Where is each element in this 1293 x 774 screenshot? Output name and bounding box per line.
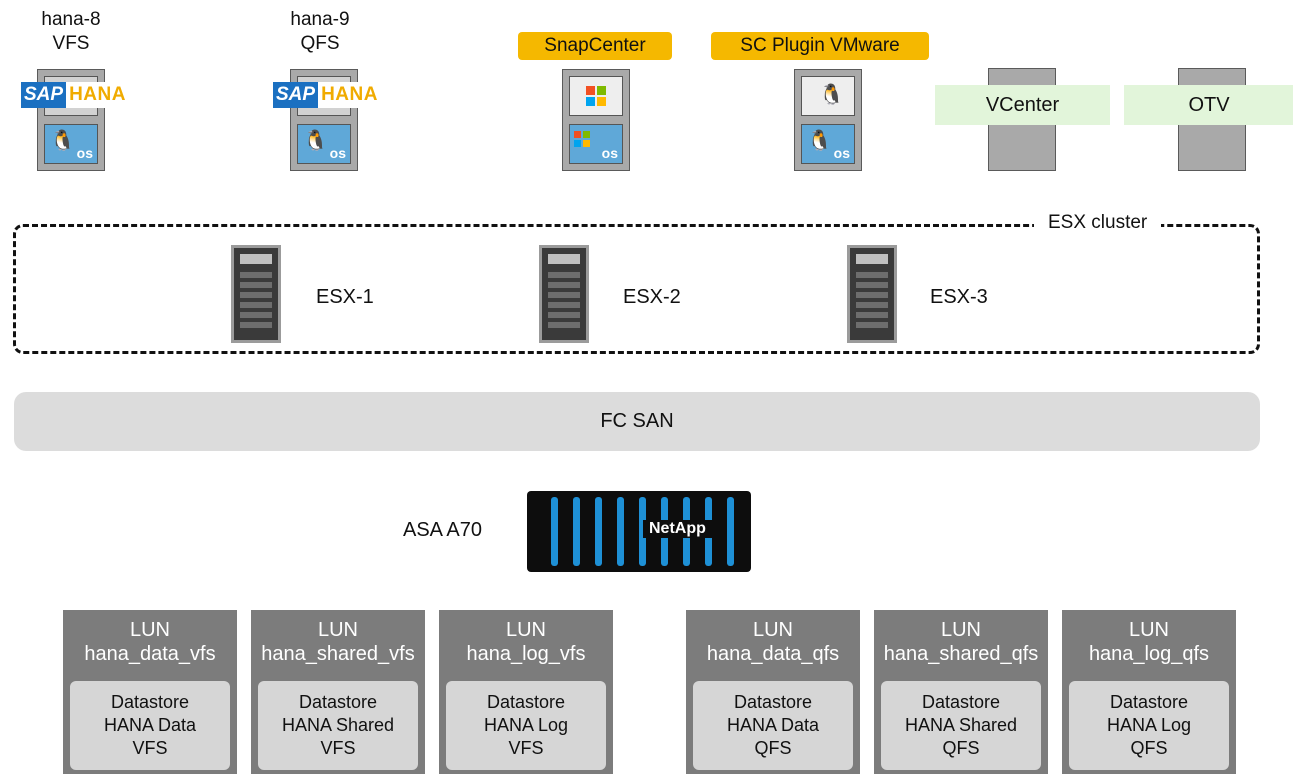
- lun-name: hana_shared_vfs: [261, 643, 415, 665]
- fc-san-bar: FC SAN: [14, 392, 1260, 451]
- lun-title: LUN: [752, 619, 793, 641]
- storage-label: ASA A70: [403, 519, 482, 541]
- vm-os-tile: 🐧 os: [297, 124, 351, 164]
- sap-hana-logo: SAP HANA: [273, 82, 381, 108]
- netapp-logo: NetApp: [643, 520, 712, 538]
- lun-title: LUN: [505, 619, 546, 641]
- vm-os-tile: os: [569, 124, 623, 164]
- vm-label-hana-9: hana-9 QFS: [285, 8, 355, 56]
- esx-host-2-server-icon[interactable]: [539, 245, 589, 343]
- vm-os-tile: 🐧 os: [801, 124, 855, 164]
- vm-snapcenter[interactable]: os: [562, 69, 630, 171]
- esx-host-1-server-icon[interactable]: [231, 245, 281, 343]
- lun-hana-data-qfs[interactable]: LUN hana_data_qfs Datastore HANA Data QF…: [686, 610, 860, 774]
- windows-icon: [574, 131, 590, 147]
- lun-title: LUN: [1128, 619, 1169, 641]
- vm-label-hana-8: hana-8 VFS: [36, 8, 106, 56]
- lun-title: LUN: [129, 619, 170, 641]
- vm-type: QFS: [300, 33, 340, 54]
- lun-name: hana_log_qfs: [1088, 643, 1210, 665]
- linux-icon: 🐧: [303, 130, 328, 152]
- linux-icon: 🐧: [807, 130, 832, 152]
- sap-hana-logo: SAP HANA: [21, 82, 129, 108]
- vm-os-tile: 🐧 os: [44, 124, 98, 164]
- vm-name: hana-8: [41, 9, 101, 30]
- datastore-box: Datastore HANA Data QFS: [693, 681, 853, 770]
- lun-hana-shared-vfs[interactable]: LUN hana_shared_vfs Datastore HANA Share…: [251, 610, 425, 774]
- linux-icon: 🐧: [819, 84, 844, 106]
- lun-hana-log-vfs[interactable]: LUN hana_log_vfs Datastore HANA Log VFS: [439, 610, 613, 774]
- datastore-box: Datastore HANA Log VFS: [446, 681, 606, 770]
- lun-title: LUN: [940, 619, 981, 641]
- lun-name: hana_data_qfs: [706, 643, 840, 665]
- vm-app-tile: 🐧: [801, 76, 855, 116]
- esx-cluster-label: ESX cluster: [1034, 211, 1162, 235]
- snapcenter-badge: SnapCenter: [518, 32, 672, 60]
- lun-title: LUN: [317, 619, 358, 641]
- esx-host-3-label: ESX-3: [930, 286, 988, 308]
- windows-icon: [586, 86, 606, 106]
- netapp-storage-array[interactable]: NetApp: [527, 491, 751, 572]
- datastore-box: Datastore HANA Log QFS: [1069, 681, 1229, 770]
- vcenter-label: VCenter: [935, 85, 1110, 125]
- os-label: os: [76, 145, 93, 161]
- esx-host-2-label: ESX-2: [623, 286, 681, 308]
- linux-icon: 🐧: [50, 130, 75, 152]
- sc-plugin-vmware-badge: SC Plugin VMware: [711, 32, 929, 60]
- lun-hana-log-qfs[interactable]: LUN hana_log_qfs Datastore HANA Log QFS: [1062, 610, 1236, 774]
- lun-name: hana_shared_qfs: [883, 643, 1039, 665]
- lun-hana-shared-qfs[interactable]: LUN hana_shared_qfs Datastore HANA Share…: [874, 610, 1048, 774]
- lun-hana-data-vfs[interactable]: LUN hana_data_vfs Datastore HANA Data VF…: [63, 610, 237, 774]
- esx-host-1-label: ESX-1: [316, 286, 374, 308]
- lun-name: hana_data_vfs: [84, 643, 216, 665]
- vm-app-tile: [569, 76, 623, 116]
- os-label: os: [833, 145, 850, 161]
- esx-host-3-server-icon[interactable]: [847, 245, 897, 343]
- datastore-box: Datastore HANA Data VFS: [70, 681, 230, 770]
- datastore-box: Datastore HANA Shared QFS: [881, 681, 1041, 770]
- lun-name: hana_log_vfs: [466, 643, 586, 665]
- datastore-box: Datastore HANA Shared VFS: [258, 681, 418, 770]
- vm-name: hana-9: [290, 9, 350, 30]
- otv-label: OTV: [1124, 85, 1293, 125]
- vm-sc-plugin-vmware[interactable]: 🐧 🐧 os: [794, 69, 862, 171]
- os-label: os: [601, 145, 618, 161]
- vm-type: VFS: [52, 33, 90, 54]
- esx-cluster-box: [13, 224, 1260, 354]
- os-label: os: [329, 145, 346, 161]
